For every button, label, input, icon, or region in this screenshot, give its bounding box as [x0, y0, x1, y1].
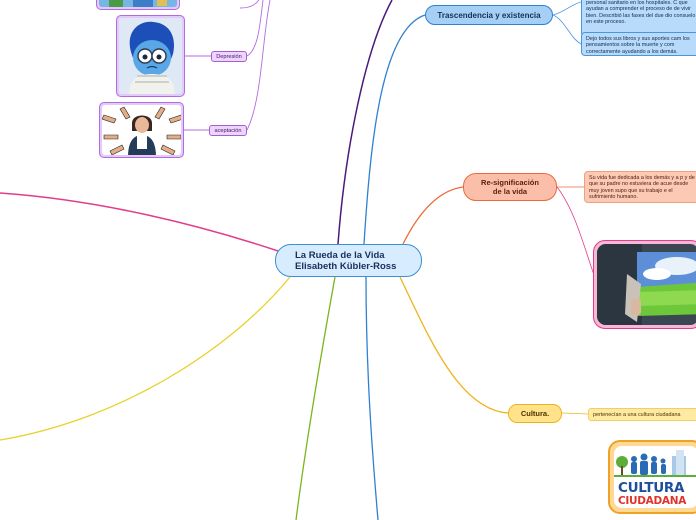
central-topic[interactable]: La Rueda de la Vida Elisabeth Kübler-Ros…: [275, 244, 422, 277]
topic-trascendencia[interactable]: Trascendencia y existencia: [425, 5, 553, 25]
woman-pointing-picture: [102, 105, 181, 155]
cultura-logo-line2: CIUDADANA: [618, 495, 686, 507]
topic-resignificacion[interactable]: Re-significación de la vida: [463, 173, 557, 201]
landscape-image[interactable]: [593, 240, 696, 329]
branch-line-purple: [247, 0, 270, 130]
top-partial-image[interactable]: [96, 0, 180, 10]
sad-character-picture: [119, 18, 182, 94]
branch-line-blue: [364, 15, 425, 244]
depresion-image[interactable]: [116, 15, 185, 97]
topic-cultura[interactable]: Cultura.: [508, 404, 562, 423]
topic-aceptacion[interactable]: aceptación: [209, 125, 247, 136]
subtopic-resignificacion-text[interactable]: Su vida fue dedicada a los demás y a p y…: [584, 171, 696, 203]
cultura-logo-picture: CULTURA CIUDADANA: [614, 446, 696, 508]
cultura-ciudadana-logo[interactable]: CULTURA CIUDADANA: [608, 440, 696, 514]
branch-line-orange: [403, 187, 463, 244]
subtopic-cultura-text[interactable]: pertenecían a una cultura ciudadana: [588, 408, 696, 421]
branch-line-darkpurple: [338, 0, 392, 244]
landscape-picture: [597, 244, 696, 325]
branch-line-blue-down: [366, 277, 378, 520]
branch-line-yellow-left: [0, 277, 290, 440]
subtopic-trascendencia-text-2[interactable]: Dejo todos sus libros y sus aportes cam …: [581, 32, 696, 56]
topic-depresion[interactable]: Depresión: [211, 51, 247, 62]
aceptacion-image[interactable]: [99, 102, 184, 158]
branch-line-green: [296, 277, 335, 520]
branch-line-pink: [0, 193, 278, 251]
branch-line-yellow: [400, 277, 508, 413]
top-partial-picture: [99, 0, 177, 7]
cultura-logo-line1: CULTURA: [618, 480, 684, 496]
